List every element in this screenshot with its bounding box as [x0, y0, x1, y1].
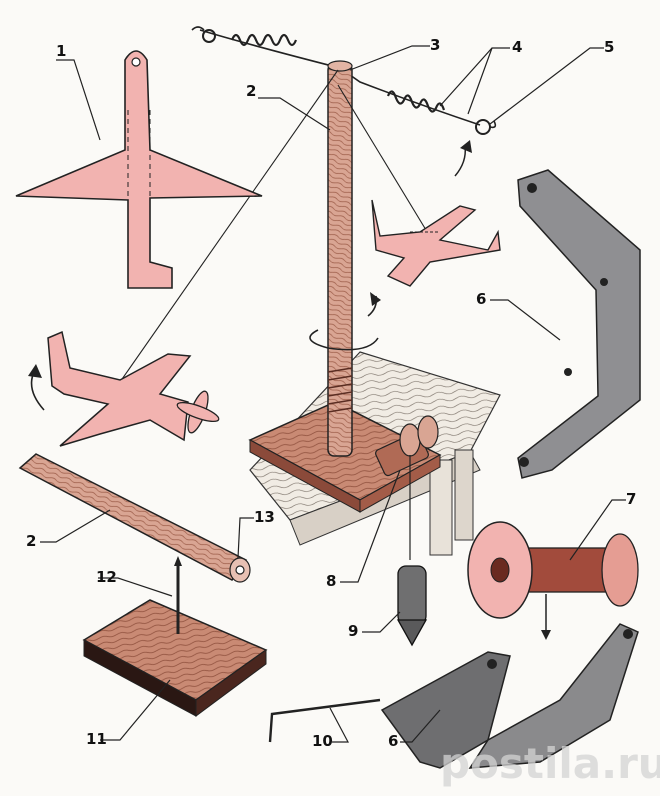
table-leg — [429, 459, 453, 556]
label-3: 3 — [430, 36, 440, 54]
stand-assembly — [248, 60, 501, 647]
wire-hook — [268, 698, 381, 743]
spring-left — [230, 33, 298, 47]
spool — [467, 521, 639, 640]
label-9: 9 — [348, 622, 358, 640]
hook-ring-icon — [475, 119, 491, 135]
label-2-bottom: 2 — [26, 532, 36, 550]
plane-template — [15, 50, 263, 289]
metal-bracket — [517, 169, 641, 479]
label-2-top: 2 — [246, 82, 256, 100]
label-8: 8 — [326, 572, 336, 590]
label-4: 4 — [512, 38, 522, 56]
label-13: 13 — [254, 508, 275, 526]
rotation-arrow-icon — [309, 329, 379, 351]
label-6-right: 6 — [476, 290, 486, 308]
label-7: 7 — [626, 490, 636, 508]
flight-arrow-right-icon — [454, 145, 467, 177]
spring-right — [386, 90, 446, 113]
nail-board — [82, 556, 268, 717]
wire-loop-left-icon — [202, 29, 216, 43]
label-6-bottom: 6 — [388, 732, 398, 750]
flight-arrow-left-icon — [30, 371, 45, 411]
label-5: 5 — [604, 38, 614, 56]
label-11: 11 — [86, 730, 107, 748]
vertical-axle — [327, 63, 353, 457]
stick-rod — [18, 453, 251, 583]
weight — [396, 565, 428, 647]
tether-string-right — [337, 84, 427, 231]
label-10: 10 — [312, 732, 333, 750]
label-1: 1 — [56, 42, 66, 60]
watermark: postila.ru — [440, 739, 660, 788]
tether-string-left — [119, 69, 339, 383]
leader-lines — [40, 45, 626, 743]
label-12: 12 — [96, 568, 117, 586]
plane-right — [371, 140, 501, 287]
plane-left — [28, 330, 220, 447]
